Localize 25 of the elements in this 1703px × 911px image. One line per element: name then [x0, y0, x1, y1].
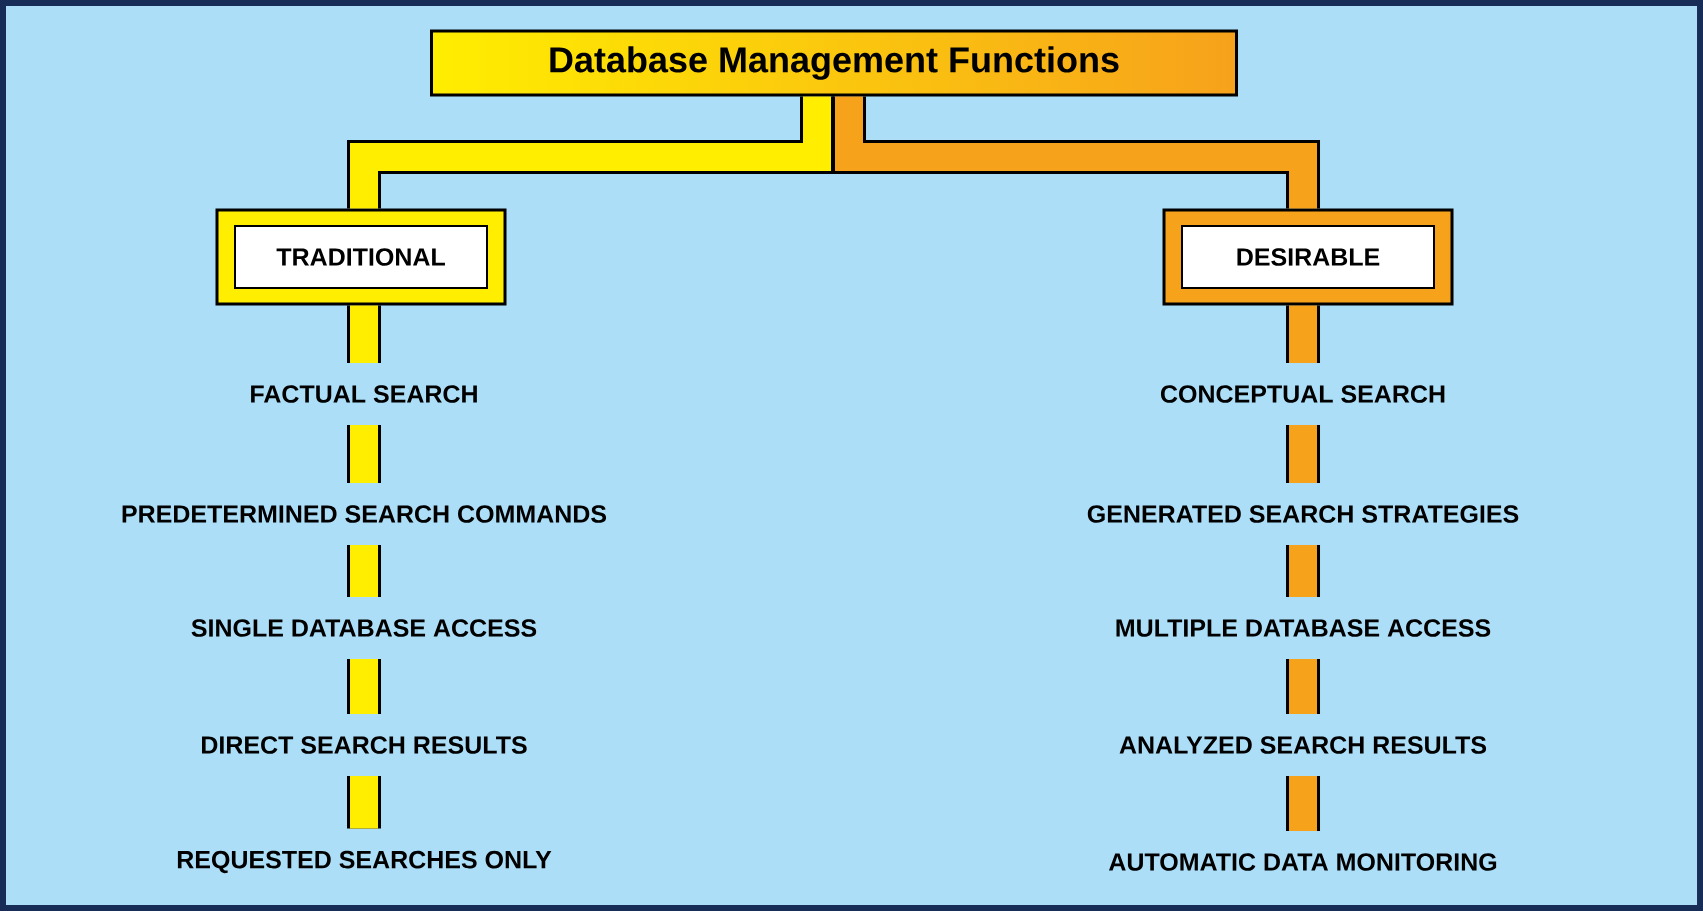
- connector-bar: [1286, 545, 1320, 597]
- item-label: DIRECT SEARCH RESULTS: [202, 736, 527, 754]
- category-box: TRADITIONAL: [215, 208, 507, 306]
- title-box: Database Management Functions: [430, 29, 1238, 97]
- connector-bar: [1286, 776, 1320, 831]
- item-label: SINGLE DATABASE ACCESS: [191, 619, 537, 637]
- connector-bar: [347, 425, 381, 483]
- connector-bar: [347, 659, 381, 714]
- connector-bar: [1286, 305, 1320, 363]
- item-label: ANALYZED SEARCH RESULTS: [1119, 736, 1487, 754]
- connector-bar: [347, 545, 381, 597]
- item-label: CONCEPTUAL SEARCH: [1160, 385, 1445, 403]
- item-label: MULTIPLE DATABASE ACCESS: [1116, 619, 1491, 637]
- connector-bar: [832, 96, 1320, 209]
- item-label: PREDETERMINED SEARCH COMMANDS: [122, 505, 607, 523]
- connector-bar: [347, 305, 381, 363]
- connector-bar: [347, 776, 381, 829]
- connector-bar: [347, 96, 834, 209]
- item-label: REQUESTED SEARCHES ONLY: [177, 850, 552, 874]
- item-label: FACTUAL SEARCH: [251, 385, 477, 403]
- category-box: DESIRABLE: [1162, 208, 1454, 306]
- connector-bar: [1286, 425, 1320, 483]
- connector-bar: [1286, 659, 1320, 714]
- item-label: GENERATED SEARCH STRATEGIES: [1087, 505, 1519, 523]
- item-label: AUTOMATIC DATA MONITORING: [1109, 853, 1497, 871]
